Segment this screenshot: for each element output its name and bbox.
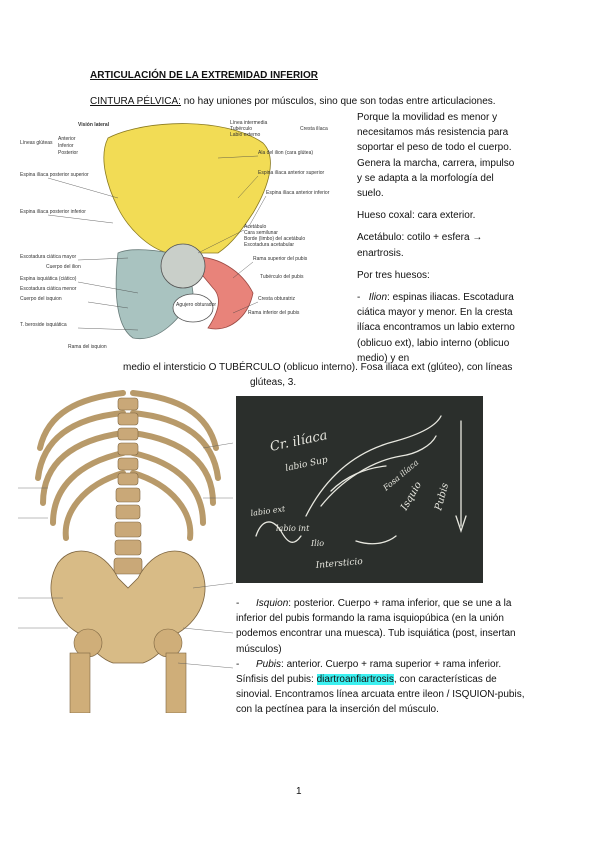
hip-bone-figure: Visión lateral Líneas glúteas Anterior I… <box>18 118 353 358</box>
skeleton-figure <box>18 388 234 714</box>
chalk-strokes <box>255 415 467 545</box>
pubis-text-1: : anterior. Cuerpo + rama superior + ram… <box>236 658 502 686</box>
bullet: - <box>236 658 240 670</box>
label-labio-externo: Labio externo <box>230 132 261 138</box>
label-espina-isquiatica: Espina isquiática (ciático) <box>20 276 77 282</box>
chalkboard-drawing: Cr. ilíaca labio Sup labio ext labio int… <box>236 396 483 583</box>
pubis-text-2: , con características de sinovial. Encon… <box>236 674 525 716</box>
label-cresta-iliaca: Cresta ilíaca <box>300 126 328 132</box>
ilion-text: : espinas iliacas. Escotadura ciática ma… <box>357 292 515 364</box>
bottom-text-column: - Isquion: posterior. Cuerpo + rama infe… <box>236 596 526 718</box>
chalk-labio-int: labio int <box>276 524 310 533</box>
chalkboard-photo: Cr. ilíaca labio Sup labio ext labio int… <box>236 396 483 583</box>
bullet: - <box>236 598 240 609</box>
label-linea-intermedia: Línea intermedia <box>230 120 267 126</box>
label-espina-ant-sup: Espina ilíaca anterior superior <box>258 170 324 176</box>
right-labels: Línea intermedia Tubérculo Labio externo… <box>176 120 330 316</box>
leader-lines <box>47 155 267 331</box>
ribs <box>35 390 221 541</box>
label-escotadura-acetabular: Escotadura acetabular <box>244 242 294 248</box>
skeleton-leader-lines <box>18 442 234 669</box>
label-cuerpo-ilion: Cuerpo del ilion <box>46 264 81 270</box>
paragraph-tres-huesos: Por tres huesos: <box>357 269 430 281</box>
paragraph-movilidad: Porque la movilidad es menor y necesitam… <box>357 112 515 200</box>
spine <box>113 397 143 575</box>
highlighted-term: diartroanfiartrosis <box>316 674 394 686</box>
label-escotadura-mayor: Escotadura ciática mayor <box>20 254 76 260</box>
left-femur <box>69 652 91 714</box>
label-espina-post-sup: Espina ilíaca posterior superior <box>20 172 89 178</box>
label-tuberosidad: T. beroside isquiática <box>20 322 67 328</box>
ilion-continued: medio el intersticio O TUBÉRCULO (oblicu… <box>123 362 513 373</box>
paragraph-acetabulo: Acetábulo: cotilo + esfera → enartrosis. <box>357 232 483 259</box>
cintura-label: CINTURA PÉLVICA: <box>90 96 181 107</box>
label-rama-isquion: Rama del isquion <box>68 344 107 350</box>
paragraph-pubis: - Pubis: anterior. Cuerpo + rama superio… <box>236 657 526 718</box>
label-espina-ant-inf: Espina ilíaca anterior inferior <box>266 190 330 196</box>
label-lineas-gluteas: Líneas glúteas <box>20 140 53 146</box>
isquion-name: Isquion <box>256 598 289 609</box>
label-agujero-obturador: Agujero obturador <box>176 302 216 308</box>
label-posterior: Posterior <box>58 150 78 156</box>
right-text-column: Porque la movilidad es menor y necesitam… <box>357 110 517 366</box>
acetabulum-shape <box>160 243 206 289</box>
obturator-foramen-shape <box>172 293 214 323</box>
cintura-line: CINTURA PÉLVICA: no hay uniones por músc… <box>90 96 496 107</box>
cintura-text: no hay uniones por músculos, sino que so… <box>180 96 496 107</box>
label-cuerpo-isquion: Cuerpo del isquion <box>20 296 62 302</box>
page-number: 1 <box>296 786 302 797</box>
skeleton-illustration <box>18 388 234 714</box>
label-acetabulo: Acetábulo <box>244 224 266 230</box>
page-title: ARTICULACIÓN DE LA EXTREMIDAD INFERIOR <box>90 70 318 81</box>
ilium-shape <box>103 123 271 254</box>
paragraph-hueso-coxal: Hueso coxal: cara exterior. <box>357 210 476 222</box>
ilion-name: Ilion <box>368 292 388 304</box>
figure-heading: Visión lateral <box>78 122 110 128</box>
label-inferior: Inferior <box>58 143 74 149</box>
pubis-name: Pubis <box>256 658 282 670</box>
ilion-continued-2: glúteas, 3. <box>250 377 297 388</box>
label-cresta-obturatriz: Cresta obturatriz <box>258 296 295 302</box>
label-rama-inf-pubis: Rama inferior del pubis <box>248 310 300 316</box>
label-tuberculo: Tubérculo <box>230 126 252 132</box>
label-anterior: Anterior <box>58 136 76 142</box>
right-femur <box>165 652 187 714</box>
label-borde-acetabulo: Borde (limbo) del acetábulo <box>244 236 305 242</box>
label-espina-post-inf: Espina ilíaca posterior inferior <box>20 209 86 215</box>
paragraph-isquion: - Isquion: posterior. Cuerpo + rama infe… <box>236 596 526 657</box>
left-labels: Líneas glúteas Anterior Inferior Posteri… <box>20 136 107 350</box>
label-tuberculo-pubis: Tubérculo del pubis <box>260 274 304 280</box>
label-cara-semilunar: Cara semilunar <box>244 230 278 236</box>
label-ala-ilion: Ala del ilion (cara glútea) <box>258 150 313 156</box>
chalk-ilio: Ilio <box>310 539 324 548</box>
isquion-text: : posterior. Cuerpo + rama inferior, que… <box>236 598 516 655</box>
label-rama-sup-pubis: Rama superior del pubis <box>253 256 308 262</box>
chalk-intersticio: Intersticio <box>314 557 363 571</box>
bullet: - <box>357 292 361 304</box>
paragraph-ilion: - Ilion: espinas iliacas. Escotadura ciá… <box>357 290 517 366</box>
hip-bone-illustration: Visión lateral Líneas glúteas Anterior I… <box>18 118 353 358</box>
label-escotadura-menor: Escotadura ciática menor <box>20 286 77 292</box>
